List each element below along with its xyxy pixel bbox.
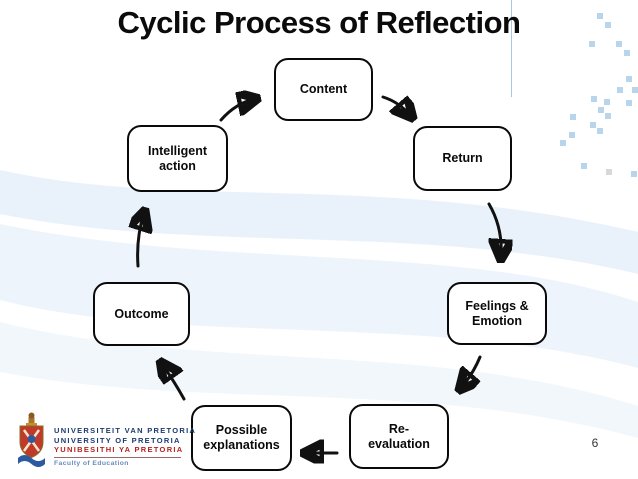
logo-line-afrikaans: UNIVERSITEIT VAN PRETORIA xyxy=(54,426,197,435)
arrow-intelligent-action-to-content xyxy=(219,99,255,122)
arrow-feelings-to-re-evaluation xyxy=(461,355,482,388)
node-possible-explanations: Possible explanations xyxy=(191,405,292,471)
arrow-outcome-to-intelligent-action xyxy=(138,213,144,268)
university-crest-icon xyxy=(18,412,45,467)
slide-title: Cyclic Process of Reflection xyxy=(117,5,521,40)
node-intelligent-action: Intelligent action xyxy=(127,125,228,192)
logo-line-sepedi: YUNIBESITHI YA PRETORIA xyxy=(54,445,184,454)
university-logo-text: UNIVERSITEIT VAN PRETORIA UNIVERSITY OF … xyxy=(54,411,196,467)
accent-vertical-line xyxy=(511,0,512,97)
arrow-return-to-feelings xyxy=(489,202,501,257)
node-feelings-emotion: Feelings & Emotion xyxy=(447,282,547,345)
logo-divider xyxy=(54,456,181,458)
university-logo: UNIVERSITEIT VAN PRETORIA UNIVERSITY OF … xyxy=(16,411,196,471)
node-content: Content xyxy=(274,58,373,121)
arrow-content-to-return xyxy=(381,95,411,116)
node-re-evaluation: Re- evaluation xyxy=(349,404,449,469)
page-number: 6 xyxy=(591,436,599,450)
node-outcome: Outcome xyxy=(93,282,190,346)
node-return: Return xyxy=(413,126,512,191)
faculty-label: Faculty of Education xyxy=(54,459,129,467)
logo-line-english: UNIVERSITY OF PRETORIA xyxy=(54,435,181,445)
arrow-possible-to-outcome xyxy=(162,364,186,401)
